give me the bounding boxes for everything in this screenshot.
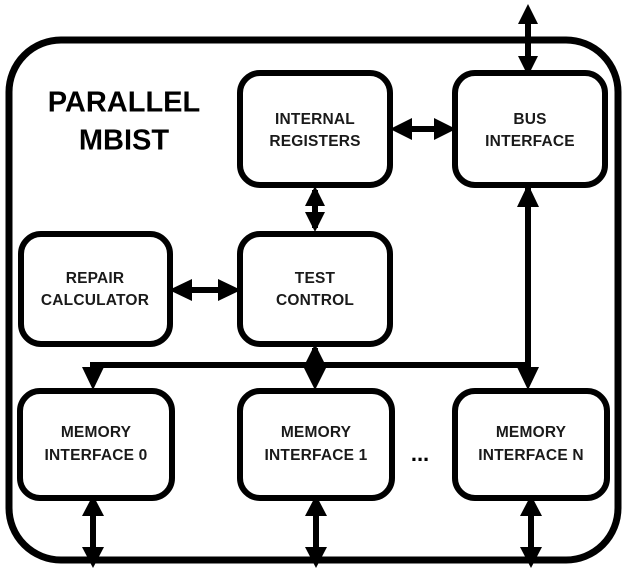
- test-control-arrowhead-up: [304, 344, 326, 366]
- test-control-box[interactable]: [237, 231, 393, 347]
- memory-interface-0-external-arrowhead-down: [82, 547, 104, 568]
- registers-testctrl-arrowhead-down: [305, 212, 325, 232]
- memory-interface-n-arrowhead-down: [517, 367, 539, 390]
- memory-interface-1-external-arrowhead-up: [305, 495, 327, 516]
- internal-registers-box[interactable]: [237, 70, 393, 188]
- test-control-label-line2: CONTROL: [276, 292, 354, 309]
- block-internal-registers[interactable]: INTERNAL REGISTERS: [237, 70, 393, 188]
- page-title-line2: MBIST: [79, 125, 170, 157]
- memory-interface-1-label-line1: MEMORY: [281, 424, 352, 441]
- memory-interface-1-external-arrowhead-down: [305, 547, 327, 568]
- bus-interface-label-line2: INTERFACE: [485, 133, 575, 150]
- memory-interface-n-label-line2: INTERFACE N: [478, 447, 584, 464]
- memory-interface-0-label-line2: INTERFACE 0: [45, 447, 148, 464]
- block-memory-interface-0[interactable]: MEMORY INTERFACE 0: [17, 388, 175, 501]
- connection-repair-calculator-to-test-control: [169, 279, 241, 301]
- connection-internal-registers-to-test-control: [305, 186, 325, 232]
- block-memory-interface-n[interactable]: MEMORY INTERFACE N: [452, 388, 610, 501]
- repair-calculator-label-line1: REPAIR: [66, 270, 125, 287]
- repair-calculator-label-line2: CALCULATOR: [41, 292, 149, 309]
- memory-interface-1-label-line2: INTERFACE 1: [265, 447, 368, 464]
- memory-interface-1-arrowhead-down: [304, 368, 326, 390]
- internal-registers-label-line2: REGISTERS: [269, 133, 360, 150]
- registers-testctrl-arrowhead-up: [305, 186, 325, 206]
- memory-interface-0-label-line1: MEMORY: [61, 424, 132, 441]
- external-bus-top-arrowhead-down: [518, 56, 538, 76]
- block-memory-interface-1[interactable]: MEMORY INTERFACE 1: [237, 388, 395, 501]
- bus-interface-label-line1: BUS: [513, 111, 546, 128]
- internal-registers-label-line1: INTERNAL: [275, 111, 355, 128]
- memory-interface-0-box[interactable]: [17, 388, 175, 501]
- connection-external-bus-top: [518, 4, 538, 76]
- connection-internal-registers-to-bus-interface: [390, 118, 456, 140]
- connection-memory-interface-n-external: [520, 495, 542, 568]
- connection-bus-interface-to-memory-interface-n: [517, 184, 539, 390]
- bus-interface-box[interactable]: [452, 70, 608, 188]
- repair-testctrl-arrowhead-left: [169, 279, 192, 301]
- memory-interface-n-external-arrowhead-up: [520, 495, 542, 516]
- connection-memory-interface-1-external: [305, 495, 327, 568]
- registers-bus-arrowhead-left: [390, 118, 412, 140]
- connection-test-control-memory-bus: [82, 344, 531, 390]
- block-repair-calculator[interactable]: REPAIR CALCULATOR: [18, 231, 173, 347]
- memory-interfaces-ellipsis: ...: [411, 441, 429, 466]
- registers-bus-arrowhead-right: [434, 118, 456, 140]
- page-title-line1: PARALLEL: [48, 87, 201, 119]
- block-test-control[interactable]: TEST CONTROL: [237, 231, 393, 347]
- memory-interface-n-label-line1: MEMORY: [496, 424, 567, 441]
- test-control-label-line1: TEST: [295, 270, 336, 287]
- memory-interface-1-box[interactable]: [237, 388, 395, 501]
- repair-testctrl-arrowhead-right: [218, 279, 241, 301]
- block-bus-interface[interactable]: BUS INTERFACE: [452, 70, 608, 188]
- memory-interface-n-external-arrowhead-down: [520, 547, 542, 568]
- memory-interface-0-arrowhead-down: [82, 367, 104, 390]
- repair-calculator-box[interactable]: [18, 231, 173, 347]
- memory-interface-n-box[interactable]: [452, 388, 610, 501]
- memory-interface-0-external-arrowhead-up: [82, 495, 104, 516]
- bus-interface-arrowhead-up: [517, 184, 539, 207]
- external-bus-top-arrowhead-up: [518, 4, 538, 24]
- connection-memory-interface-0-external: [82, 495, 104, 568]
